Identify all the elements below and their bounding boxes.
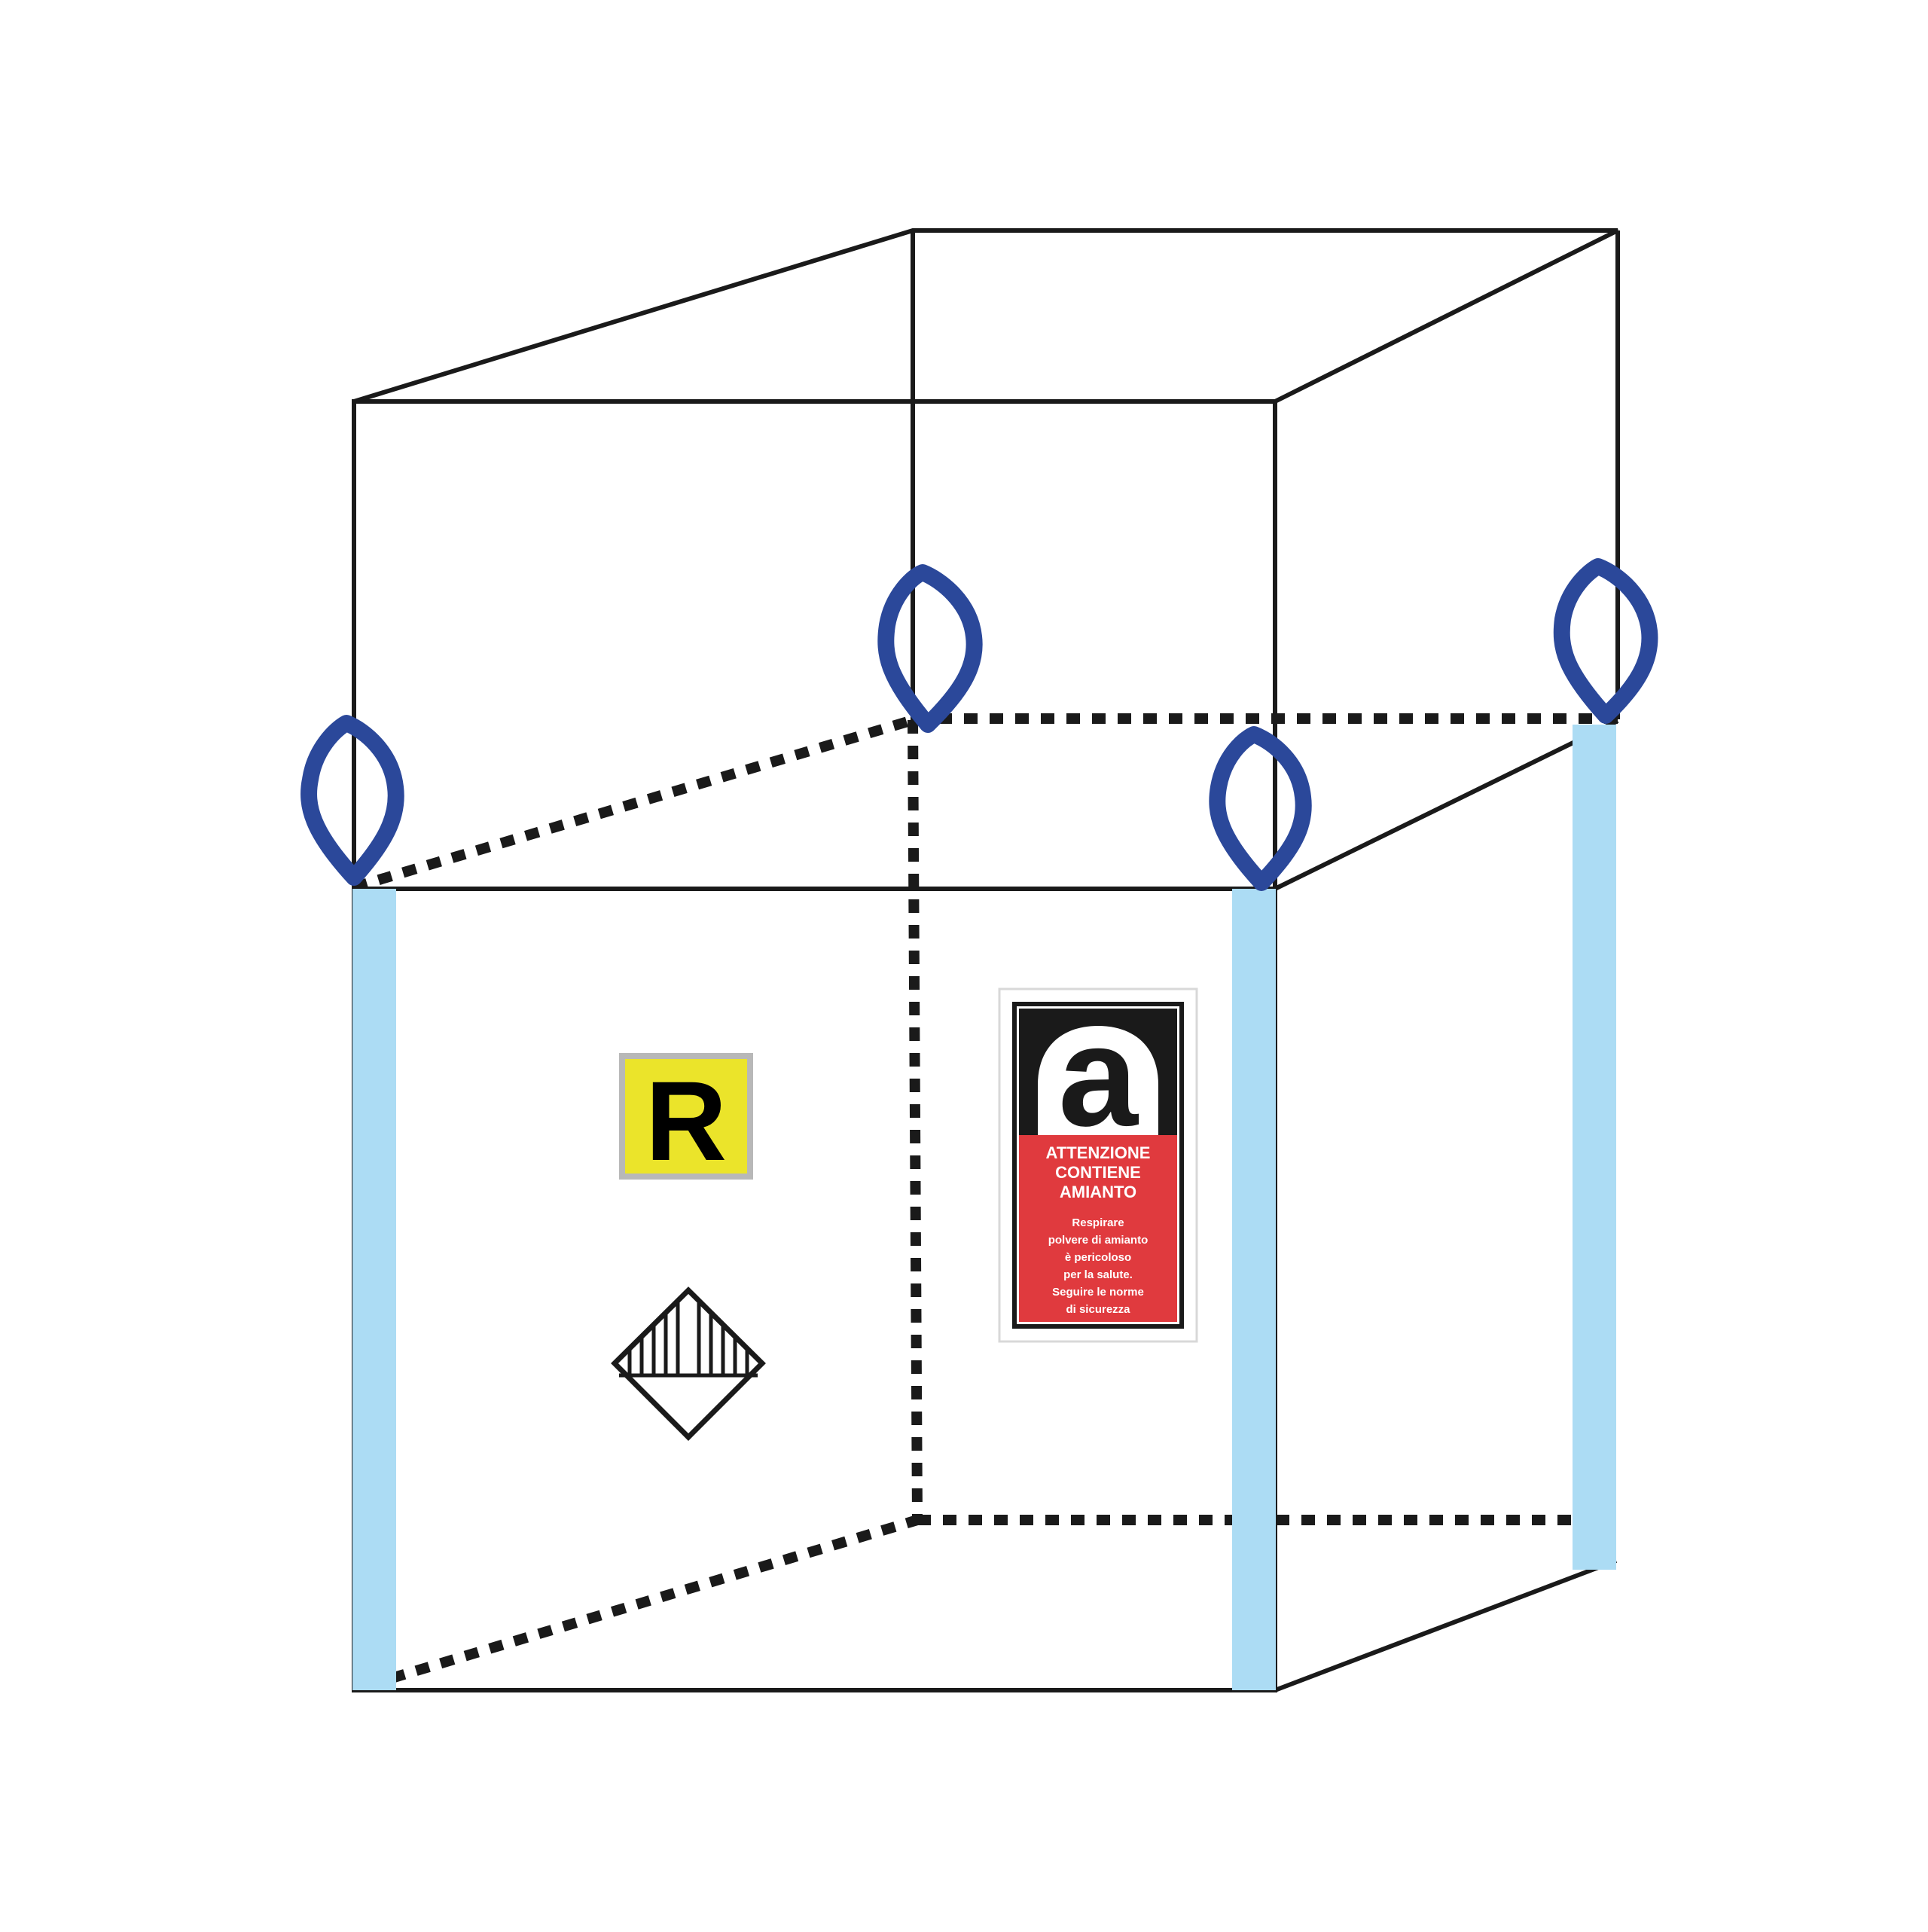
warning-heading-line-3: AMIANTO [1060, 1183, 1136, 1201]
hidden-bottom-left-edge [389, 1515, 920, 1683]
lifting-loop-front-left-icon [300, 715, 404, 886]
un-diamond-outline [611, 1286, 766, 1441]
strap-front-right [1232, 889, 1276, 1690]
warning-body-line-3: è pericoloso [1065, 1251, 1131, 1264]
warning-heading-line-1: ATTENZIONE [1046, 1143, 1151, 1162]
bag-right-top-edge [1274, 719, 1619, 891]
warning-heading-line-2: CONTIENE [1055, 1163, 1141, 1182]
top-skirt-top-face [353, 228, 1619, 404]
bag-right-bottom-edge [1274, 1558, 1618, 1692]
bag-body-outline [352, 719, 1619, 1692]
hidden-top-left-edge [352, 715, 915, 893]
lifting-loop-back-left-icon [877, 564, 983, 733]
asbestos-warning-body: Respirare polvere di amianto è pericolos… [1048, 1216, 1149, 1316]
corner-straps [352, 725, 1616, 1690]
strap-front-left [352, 889, 396, 1690]
hidden-edges [352, 713, 1618, 1683]
hidden-vertical-edge [908, 719, 923, 1521]
warning-body-line-5: Seguire le norme [1052, 1286, 1144, 1299]
warning-body-line-1: Respirare [1072, 1216, 1124, 1229]
un-diamond-hatching [619, 1301, 758, 1378]
top-skirt-front-panel [352, 399, 1277, 889]
strap-back-right [1573, 725, 1616, 1570]
r-label-background [625, 1059, 747, 1174]
r-label-letter: R [645, 1058, 727, 1184]
warning-body-line-6: di sicurezza [1066, 1303, 1130, 1316]
asbestos-warning-heading: ATTENZIONE CONTIENE AMIANTO [1046, 1143, 1151, 1201]
top-skirt-outline [352, 228, 1620, 889]
lifting-loop-back-right-icon [1553, 558, 1658, 724]
warning-body-line-4: per la salute. [1063, 1268, 1133, 1281]
asbestos-logo-arch [1038, 1026, 1158, 1135]
asbestos-logo-letter: a [1058, 997, 1139, 1156]
lifting-loops [300, 558, 1658, 891]
lifting-loop-front-right-icon [1209, 726, 1312, 891]
warning-body-line-2: polvere di amianto [1048, 1234, 1149, 1247]
un-packaging-diamond-icon [611, 1286, 766, 1441]
asbestos-warning-panel [1019, 1135, 1177, 1322]
asbestos-warning-label: a ATTENZIONE CONTIENE AMIANTO Respirare … [998, 987, 1198, 1343]
r-label: R [619, 1053, 753, 1184]
